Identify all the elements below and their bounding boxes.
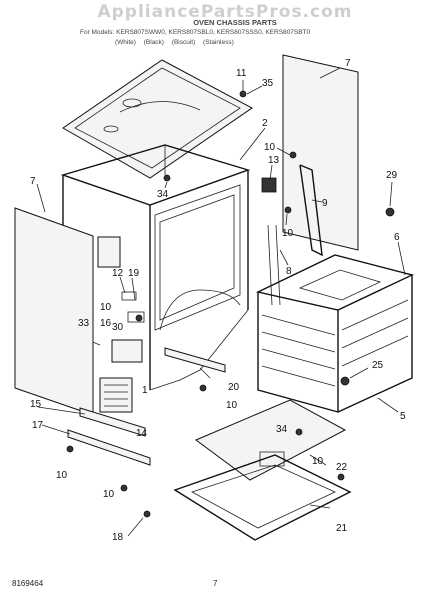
callout: 6 [394,232,400,243]
side-panel-left [14,207,94,416]
callout: 11 [236,68,247,79]
callout: 13 [268,155,280,166]
bottom-panel [195,399,347,481]
diagram-code: 8169464 [12,579,44,588]
callout: 34 [157,189,169,200]
callout: 29 [386,170,398,181]
callout: 25 [372,360,384,371]
callout: 2 [262,118,268,129]
callout: 16 [100,318,112,329]
bottom-frame [173,454,352,541]
callout: 18 [112,532,124,543]
side-panel-right [282,54,359,251]
callout: 35 [262,78,274,89]
lower-brackets [67,347,226,466]
callout: 20 [228,382,240,393]
callout: 22 [336,462,348,473]
callout: 15 [30,399,42,410]
callout: 10 [264,142,276,153]
watermark: AppliancePartsPros.com [97,2,353,22]
callout: 10 [100,302,112,313]
callout: 10 [282,228,294,239]
callout: 10 [103,489,115,500]
callout: 17 [32,420,44,431]
oven-cavity [255,254,415,413]
callout: 19 [128,268,140,279]
callout-labels: 7 11 35 7 2 10 13 34 29 9 10 6 8 12 19 1… [30,58,406,543]
callout: 10 [226,400,238,411]
leader-lines [36,67,406,537]
callout: 14 [136,428,148,439]
color-list: (White) (Black) (Biscuit) (Stainless) [115,39,234,46]
callout: 5 [400,411,406,422]
callout: 8 [286,266,292,277]
callout: 9 [322,198,328,209]
callout: 30 [112,322,124,333]
model-list: For Models: KERS807SWW0, KERS807SBL0, KE… [80,29,311,36]
callout: 33 [78,318,90,329]
callout: 7 [30,176,36,187]
callout: 10 [312,456,324,467]
page-number: 7 [213,579,218,588]
callout: 21 [336,523,348,534]
callout: 10 [56,470,68,481]
control-components [97,236,145,413]
top-panel [62,59,253,179]
section-title: OVEN CHASSIS PARTS [193,18,277,27]
vent-tube [261,164,323,306]
callout: 12 [112,268,124,279]
callout: 1 [142,385,148,396]
callout: 34 [276,424,288,435]
callout: 7 [345,58,351,69]
